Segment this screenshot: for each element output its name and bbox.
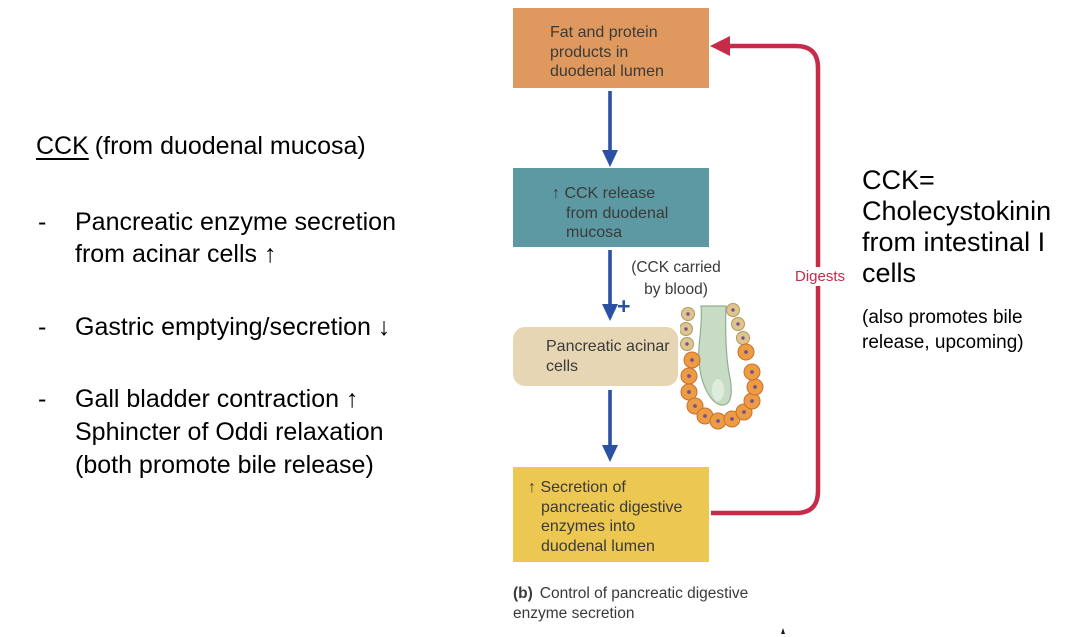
right-note-line: cells	[862, 258, 917, 288]
box-line: ↑ CCK release	[552, 185, 656, 202]
bullet-gastric-emptying: - Gastric emptying/secretion ↓	[38, 311, 390, 343]
lumen-highlight	[712, 379, 724, 401]
stray-ink-mark	[781, 628, 785, 634]
bullet-text: Gall bladder contraction ↑ Sphincter of …	[75, 383, 384, 482]
cck-carried-by-blood-label: (CCK carried by blood)	[625, 257, 727, 300]
box-line: cells	[546, 357, 579, 375]
left-notes-heading: CCK(from duodenal mucosa)	[36, 132, 366, 161]
bullet-dash: -	[38, 208, 47, 236]
box-line: Pancreatic acinar	[546, 338, 670, 355]
bullet-text: Gastric emptying/secretion ↓	[75, 311, 390, 343]
label-line: by blood)	[644, 280, 708, 298]
heading-rest: (from duodenal mucosa)	[94, 132, 366, 160]
box-line: mucosa	[566, 224, 623, 241]
box-line: enzymes into	[541, 518, 636, 535]
box-line: Fat and protein	[550, 24, 658, 41]
bullet-gall-bladder: - Gall bladder contraction ↑ Sphincter o…	[38, 383, 384, 482]
box-enzyme-secretion: ↑ Secretion of pancreatic digestive enzy…	[513, 467, 709, 562]
box-line: pancreatic digestive	[541, 498, 683, 516]
bullet-text: Pancreatic enzyme secretion from acinar …	[75, 206, 396, 270]
bullet-pancreatic-enzyme-secretion: - Pancreatic enzyme secretion from acina…	[38, 206, 396, 270]
bullet-dash: -	[38, 385, 47, 413]
box-pancreatic-acinar-cells: Pancreatic acinar cells	[513, 327, 678, 386]
box-line: duodenal lumen	[550, 63, 664, 80]
right-notes-cck-definition: CCK= Cholecystokinin from intestinal I c…	[862, 165, 1051, 289]
right-note-line: from intestinal I	[862, 227, 1046, 257]
right-notes-bile-release: (also promotes bile release, upcoming)	[862, 306, 1024, 355]
box-line: duodenal lumen	[541, 537, 655, 555]
figure-caption: (b)Control of pancreatic digestive enzym…	[513, 584, 775, 623]
bullet-line: Gastric emptying/secretion ↓	[75, 313, 391, 341]
box-line: from duodenal	[566, 204, 669, 222]
bullet-line: from acinar cells ↑	[75, 240, 277, 268]
bullet-line: (both promote bile release)	[75, 451, 374, 479]
feedback-arrowhead	[710, 36, 730, 56]
box-line: products in	[550, 43, 629, 61]
right-note-line: Cholecystokinin	[862, 196, 1052, 226]
box-cck-release: ↑ CCK release from duodenal mucosa	[513, 168, 709, 247]
acinar-cells-illustration	[680, 303, 764, 430]
box-line: ↑ Secretion of	[528, 479, 626, 496]
right-note-subline: (also promotes bile	[862, 307, 1023, 328]
label-line: (CCK carried	[631, 259, 721, 276]
bullet-line: Pancreatic enzyme secretion	[75, 208, 396, 236]
caption-text: Control of pancreatic digestive enzyme s…	[513, 585, 749, 622]
right-note-subline: release, upcoming)	[862, 331, 1024, 353]
cck-underlined: CCK	[36, 132, 89, 160]
plus-stimulation-sign: +	[617, 293, 631, 319]
digests-label: Digests	[792, 267, 849, 286]
right-note-line: CCK=	[862, 165, 935, 195]
bullet-line: Gall bladder contraction ↑	[75, 385, 359, 413]
caption-letter: (b)	[513, 585, 533, 602]
box-fat-protein-stimulus: Fat and protein products in duodenal lum…	[513, 8, 709, 88]
bullet-dash: -	[38, 313, 47, 341]
bullet-line: Sphincter of Oddi relaxation	[75, 418, 384, 446]
